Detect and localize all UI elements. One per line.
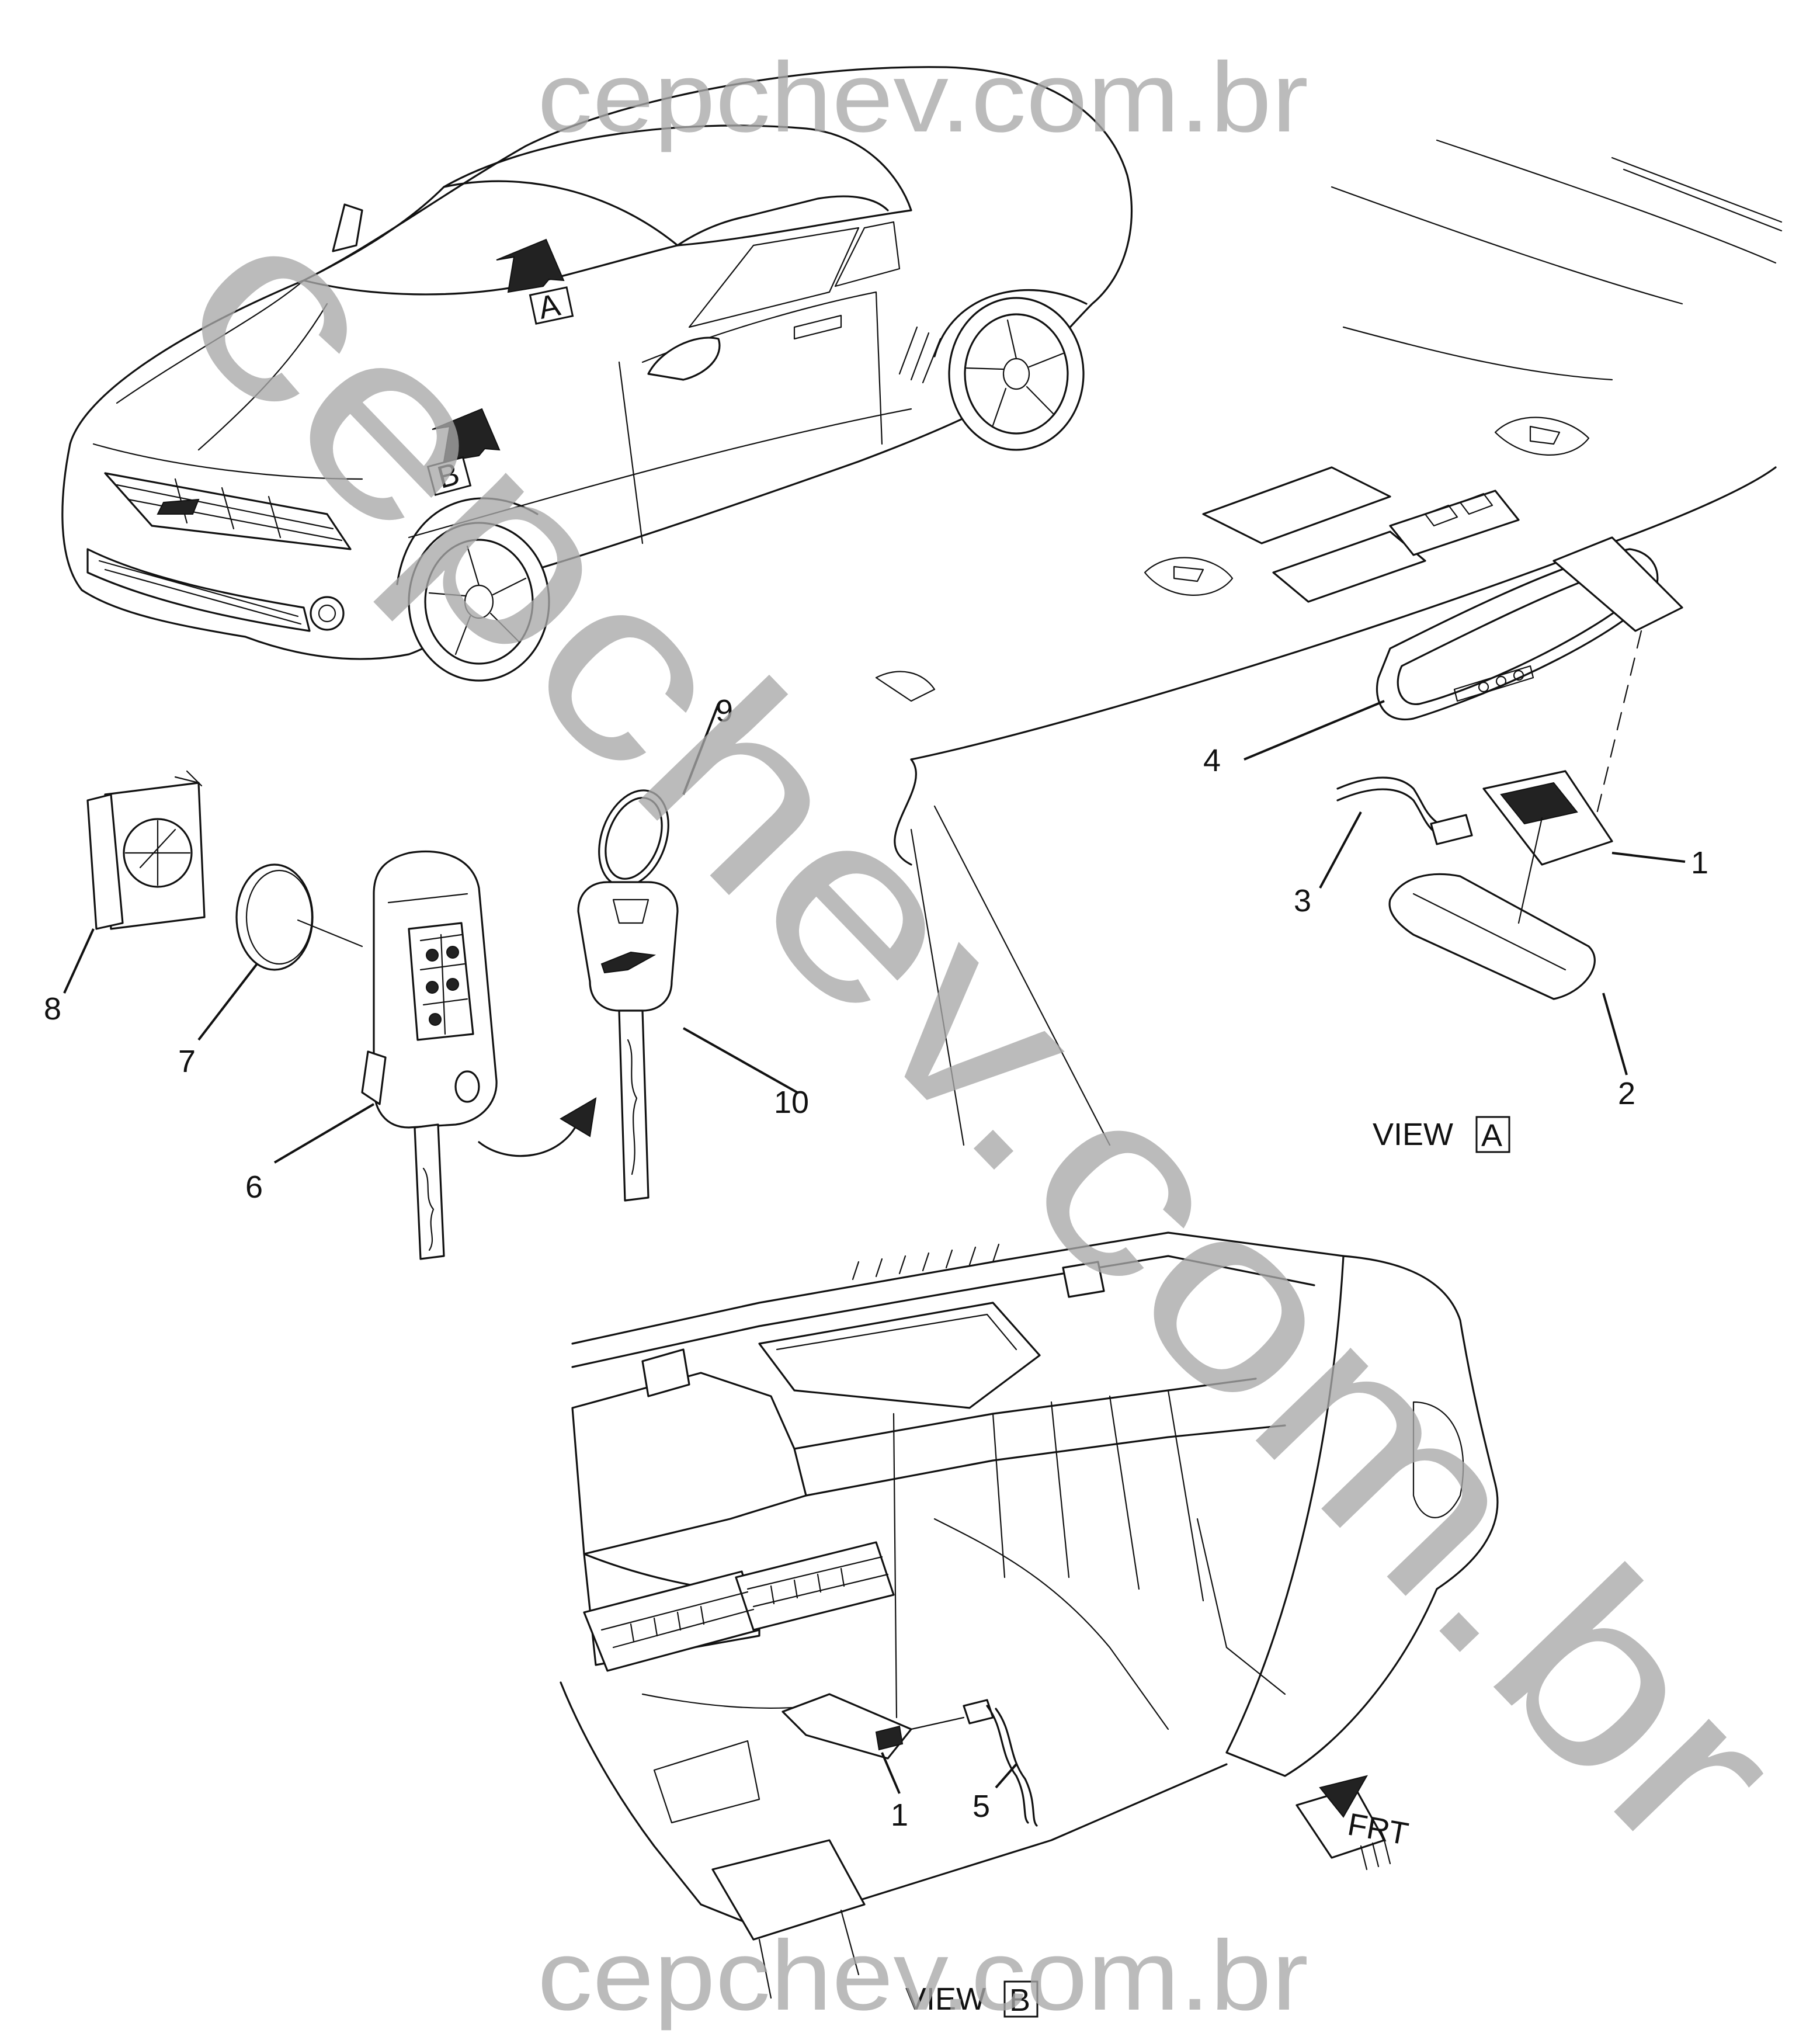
- view-a-caption-letter: A: [1481, 1118, 1502, 1153]
- callouts: 1 2 3 4 9 10 6 7 8 1 5: [44, 693, 1708, 1833]
- view-a-arrow: A: [496, 238, 574, 326]
- callout-3: 3: [1294, 883, 1311, 918]
- callout-7: 7: [178, 1044, 196, 1079]
- vehicle-illustration: A B: [61, 66, 1133, 682]
- callout-2: 2: [1618, 1076, 1635, 1111]
- key-parts-illustration: [86, 770, 679, 1260]
- headliner-illustration: [875, 139, 1783, 1146]
- callout-9: 9: [716, 693, 733, 728]
- watermark-top: cepchev.com.br: [537, 42, 1308, 153]
- view-a-caption: VIEW A: [1373, 1116, 1510, 1153]
- instrument-panel-illustration: FRT: [560, 1231, 1499, 1999]
- front-direction-arrow: FRT: [1295, 1775, 1411, 1871]
- view-b-caption: VIEW B: [905, 1980, 1038, 2018]
- view-a-caption-prefix: VIEW: [1373, 1117, 1453, 1152]
- callout-6: 6: [245, 1170, 263, 1205]
- view-b-caption-letter: B: [1009, 1983, 1030, 2018]
- leader-lines: [63, 700, 1686, 1794]
- watermark-bottom: cepchev.com.br: [537, 1920, 1308, 2031]
- callout-4: 4: [1203, 743, 1221, 778]
- callout-10: 10: [774, 1085, 809, 1120]
- callout-8: 8: [44, 991, 61, 1026]
- callout-5: 5: [972, 1789, 990, 1824]
- view-b-caption-prefix: VIEW: [905, 1982, 986, 2017]
- view-b-arrow: B: [426, 408, 501, 497]
- callout-1-view-b: 1: [891, 1798, 908, 1833]
- callout-1-view-a: 1: [1691, 845, 1708, 880]
